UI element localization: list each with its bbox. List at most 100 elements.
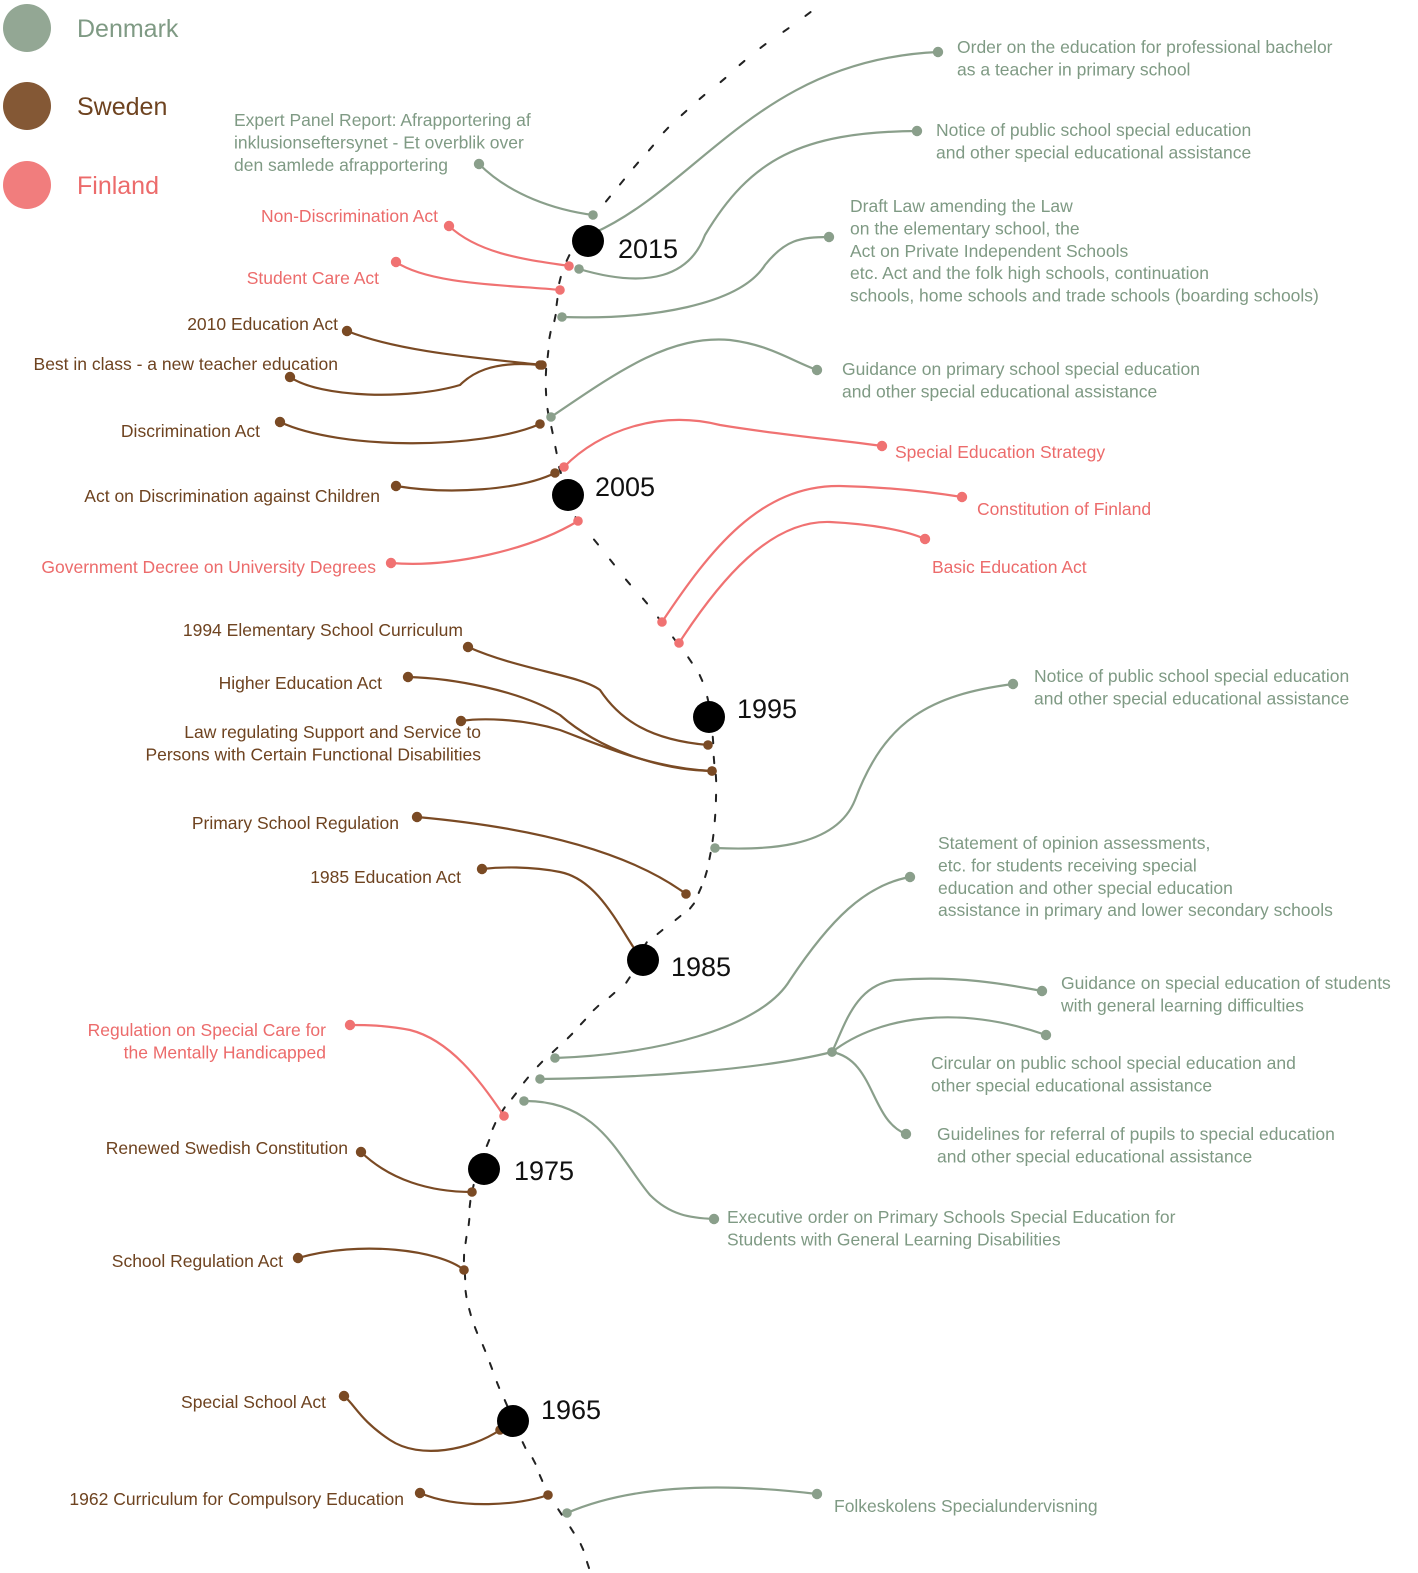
axis-tick (579, 1543, 585, 1551)
connector-line (830, 1050, 908, 1136)
event-label-line: inklusionseftersynet - Et overblik over (234, 132, 524, 152)
anchor-dot (657, 617, 667, 627)
axis-tick (473, 1326, 479, 1334)
event-label-line: assistance in primary and lower secondar… (938, 900, 1333, 920)
connector-line (677, 520, 927, 645)
event-label-line: Student Care Act (247, 268, 379, 288)
event-label-line: other special educational assistance (931, 1075, 1212, 1095)
connector-line (553, 875, 912, 1060)
axis-tick (553, 313, 557, 323)
event-label-line: Circular on public school special educat… (931, 1053, 1296, 1073)
milestone-dot-1985 (627, 944, 659, 976)
event-label-finland: Student Care Act (247, 268, 379, 288)
event-label-line: with general learning difficulties (1060, 995, 1304, 1015)
connector-line (418, 1491, 550, 1506)
axis-tick (647, 144, 655, 152)
axis-tick (609, 558, 615, 566)
connector-line (359, 1150, 474, 1194)
axis-tick (738, 59, 746, 67)
anchor-dot (550, 468, 560, 478)
connector-line (342, 1394, 502, 1452)
milestone-dot-2015 (572, 225, 604, 257)
axis-tick (565, 254, 571, 262)
label-dot (411, 811, 423, 823)
label-dot (476, 863, 488, 875)
connector-line (394, 471, 557, 492)
label-dot (932, 46, 944, 58)
axis-tick (550, 425, 554, 435)
axis-tick (712, 755, 716, 765)
label-dot (823, 231, 835, 243)
milestone-year: 1975 (514, 1156, 574, 1186)
axis-tick (557, 1508, 563, 1516)
milestone-dot-1975 (468, 1153, 500, 1185)
label-dot (911, 125, 923, 137)
event-label-sweden: 1962 Curriculum for Compulsory Education (69, 1489, 404, 1509)
axis-tick (554, 445, 558, 455)
event-label-sweden: Primary School Regulation (192, 813, 399, 833)
axis-tick (719, 76, 727, 84)
anchor-dot (519, 1096, 529, 1106)
event-label-denmark: Folkeskolens Specialundervisning (834, 1496, 1098, 1516)
connector-line (562, 418, 884, 469)
axis-tick (536, 1060, 544, 1068)
axis-tick (531, 1457, 537, 1465)
event-label-denmark: Guidance on primary school special educa… (842, 359, 1200, 401)
milestone-dot-2005 (552, 479, 584, 511)
axis-tick (511, 1092, 517, 1100)
event-label-line: Best in class - a new teacher education (34, 354, 338, 374)
event-label-line: Law regulating Support and Service to (184, 722, 481, 742)
event-label-line: Order on the education for professional … (957, 37, 1333, 57)
event-label-denmark: Order on the education for professional … (957, 37, 1333, 79)
axis-tick (464, 1289, 468, 1299)
axis-tick (708, 851, 712, 861)
anchor-dot (459, 1265, 469, 1275)
axis-tick (558, 275, 562, 285)
event-label-line: 2010 Education Act (187, 314, 338, 334)
label-dot (292, 1252, 304, 1264)
event-labels: Order on the education for professional … (34, 37, 1392, 1516)
axis-tick (782, 27, 790, 33)
connector-line (522, 1099, 716, 1221)
label-dot (811, 1488, 823, 1500)
label-dot (956, 491, 968, 503)
legend-swatch-finland (3, 161, 51, 209)
milestone-year: 1985 (671, 952, 731, 982)
axis-tick (555, 297, 559, 307)
axis-tick (468, 1199, 472, 1209)
label-dot (385, 557, 397, 569)
connector-line (296, 1247, 466, 1272)
event-label-line: and other special educational assistance (842, 381, 1157, 401)
label-dot (443, 220, 455, 232)
axis-tick (618, 178, 626, 186)
event-label-line: Notice of public school special educatio… (1034, 666, 1349, 686)
anchor-dot (574, 264, 584, 274)
event-label-line: and other special educational assistance (937, 1146, 1252, 1166)
milestone-dot-1995 (693, 701, 725, 733)
event-label-line: Students with General Learning Disabilit… (727, 1229, 1061, 1249)
axis-tick (625, 976, 631, 984)
event-label-denmark: Statement of opinion assessments,etc. fo… (938, 833, 1333, 920)
axis-tick (592, 1004, 600, 1012)
event-label-line: Executive order on Primary Schools Speci… (727, 1207, 1176, 1227)
event-label-line: 1985 Education Act (310, 867, 461, 887)
axis-tick (680, 109, 688, 117)
anchor-dot (707, 766, 717, 776)
event-label-line: education and other special education (938, 878, 1233, 898)
label-dot (708, 1213, 720, 1225)
event-label-line: the Mentally Handicapped (124, 1042, 326, 1062)
anchor-dot (535, 360, 545, 370)
axis-tick (585, 1560, 591, 1570)
connector-line (538, 977, 1044, 1081)
axis-tick (566, 1032, 574, 1040)
legend-label-finland: Finland (77, 172, 159, 200)
event-label-line: Higher Education Act (219, 673, 383, 693)
anchor-dot (559, 462, 569, 472)
label-dot (904, 871, 916, 883)
label-dot (274, 416, 286, 428)
axis-tick (697, 886, 703, 894)
